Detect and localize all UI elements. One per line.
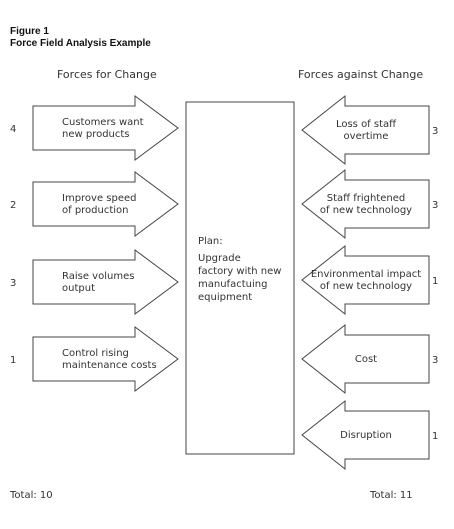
force-against-score: 3	[432, 355, 438, 366]
force-against-label: Disruption	[340, 430, 392, 441]
plan-text-line: Upgrade	[198, 253, 241, 264]
plan-box	[185, 101, 295, 455]
forces-for-header: Forces for Change	[57, 68, 157, 81]
force-against-score: 3	[432, 126, 438, 137]
force-against-label: Cost	[355, 354, 377, 365]
force-against-arrow	[301, 323, 430, 395]
force-for-arrow	[32, 171, 179, 237]
force-against-score: 3	[432, 200, 438, 211]
force-for-score: 1	[10, 355, 16, 366]
force-for-score: 2	[10, 200, 16, 211]
total-for: Total: 10	[10, 490, 53, 501]
force-against-arrow	[301, 244, 430, 316]
force-against-arrow	[301, 168, 430, 240]
force-against-arrow	[301, 399, 430, 471]
force-against-score: 1	[432, 276, 438, 287]
plan-text-line: factory with new	[198, 266, 281, 277]
force-for-arrow	[32, 249, 179, 315]
force-against-arrow	[301, 94, 430, 166]
force-for-score: 3	[10, 278, 16, 289]
force-for-score: 4	[10, 124, 16, 135]
total-against: Total: 11	[370, 490, 413, 501]
force-for-arrow	[32, 95, 179, 161]
force-against-score: 1	[432, 431, 438, 442]
figure-number: Figure 1	[10, 26, 49, 37]
force-for-arrow	[32, 326, 179, 392]
plan-text-line: equipment	[198, 292, 252, 303]
figure-title: Force Field Analysis Example	[10, 38, 151, 49]
figure-title-block: Figure 1 Force Field Analysis Example	[10, 26, 151, 50]
plan-text-line: manufactuing	[198, 279, 267, 290]
forces-against-header: Forces against Change	[298, 68, 424, 81]
plan-text-line: Plan:	[198, 236, 223, 247]
